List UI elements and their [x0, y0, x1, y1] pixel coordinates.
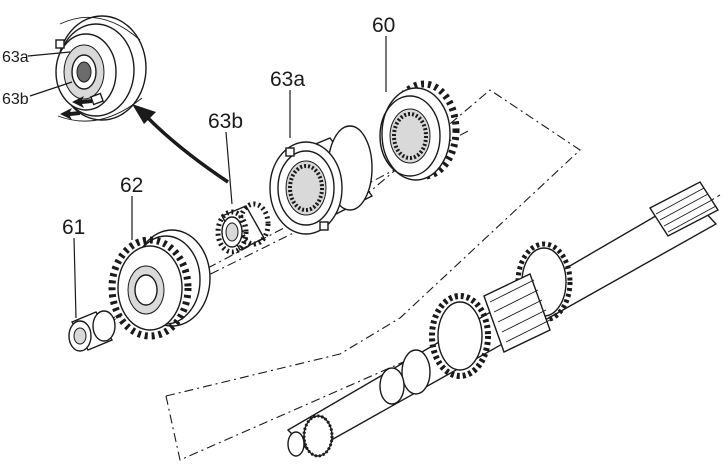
callout-63b: 63b — [208, 110, 243, 133]
inset-callout-63a: 63a — [2, 49, 29, 66]
shaft-splines-end — [655, 187, 717, 233]
part-61-bearing — [68, 310, 116, 352]
part-63a-sleeve — [269, 125, 374, 235]
inset-arrow-icon — [60, 108, 80, 120]
curved-assembly-arrow — [146, 116, 229, 184]
inset-arrow-icon — [72, 96, 92, 108]
main-shaft — [286, 181, 720, 458]
leader-lines — [27, 36, 387, 319]
callout-60: 60 — [372, 14, 395, 37]
part-62-gear — [108, 229, 211, 340]
arrowhead-icon — [132, 104, 156, 124]
gear-teeth — [108, 236, 192, 340]
shaft-gear-cluster-teeth — [489, 279, 551, 343]
callout-61: 61 — [62, 216, 85, 239]
inset-callout-63b: 63b — [2, 91, 29, 108]
part-63b-hub — [215, 201, 271, 255]
part-60-gear — [379, 80, 460, 181]
callout-63a: 63a — [270, 68, 305, 91]
callout-62: 62 — [120, 174, 143, 197]
inset-synchronizer-assembly — [55, 15, 147, 122]
